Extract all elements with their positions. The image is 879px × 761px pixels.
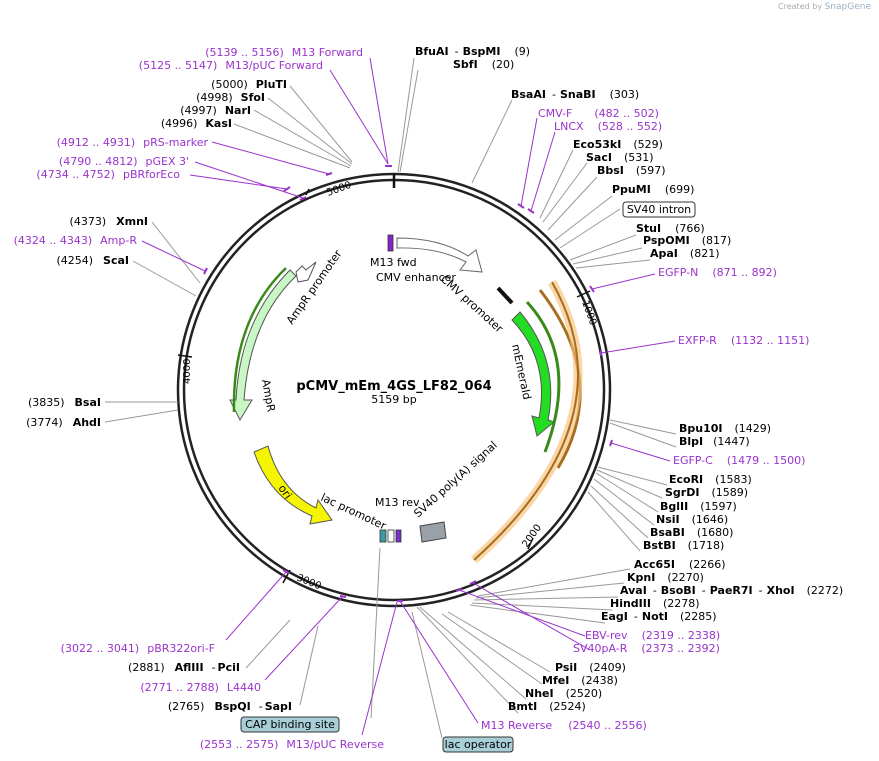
- svg-text:BstBI(1718): BstBI(1718): [643, 539, 724, 552]
- svg-text:(2765)BspQI-SapI: (2765)BspQI-SapI: [168, 700, 292, 713]
- snapgene-credit: Created by SnapGene: [778, 2, 871, 12]
- primer-leader-lines-right: [399, 117, 676, 724]
- sv40-intron-box: [622, 201, 696, 218]
- leader-lines-left: [104, 85, 381, 719]
- svg-text:CMV-F(482 .. 502): CMV-F(482 .. 502): [538, 107, 659, 120]
- svg-text:EBV-rev(2319 .. 2338): EBV-rev(2319 .. 2338): [585, 629, 720, 642]
- feature-label-m13rev: M13 rev: [375, 496, 420, 509]
- feature-label-ampr-promoter: AmpR promoter: [284, 247, 345, 326]
- svg-text:AvaI-BsoBI-PaeR7I-XhoI(2272): AvaI-BsoBI-PaeR7I-XhoI(2272): [620, 584, 843, 597]
- svg-text:SV40pA-R(2373 .. 2392): SV40pA-R(2373 .. 2392): [573, 642, 720, 655]
- plasmid-length: 5159 bp: [371, 393, 416, 406]
- memerald-outer-arrow: [525, 300, 561, 453]
- lac-operator-block: [379, 529, 387, 543]
- plasmid-name: pCMV_mEm_4GS_LF82_064: [296, 379, 491, 394]
- svg-text:(3774)AhdI: (3774)AhdI: [26, 416, 101, 429]
- primer-leader-lines-left: [141, 57, 398, 736]
- svg-text:NheI(2520): NheI(2520): [525, 687, 602, 700]
- svg-text:BfuAI-BspMI(9): BfuAI-BspMI(9): [415, 45, 530, 58]
- feature-label-sv40pa: SV40 poly(A) signal: [411, 439, 500, 521]
- svg-text:BlpI(1447): BlpI(1447): [679, 435, 750, 448]
- scale-label-4000: 4000: [182, 359, 193, 384]
- svg-text:SgrDI(1589): SgrDI(1589): [665, 486, 748, 499]
- svg-text:(4373)XmnI: (4373)XmnI: [70, 215, 148, 228]
- svg-text:SbfI(20): SbfI(20): [453, 58, 514, 71]
- sv40pa-block: [419, 521, 447, 543]
- svg-text:(4254)ScaI: (4254)ScaI: [56, 254, 129, 267]
- ampr-arrow: [229, 269, 297, 422]
- svg-text:EXFP-R(1132 .. 1151): EXFP-R(1132 .. 1151): [678, 334, 809, 347]
- lac-promoter-block: [387, 529, 395, 543]
- svg-text:EagI-NotI(2285): EagI-NotI(2285): [601, 610, 717, 623]
- m13fwd-feature: [387, 234, 394, 252]
- svg-text:BglII(1597): BglII(1597): [660, 500, 737, 513]
- memerald-arrow: [511, 311, 556, 437]
- svg-text:Eco53kI(529): Eco53kI(529): [573, 138, 663, 151]
- svg-text:BsaBI(1680): BsaBI(1680): [650, 526, 733, 539]
- lac-operator-label: lac operator: [445, 738, 512, 751]
- svg-text:SacI(531): SacI(531): [586, 151, 654, 164]
- orange-arc-2: [473, 281, 579, 561]
- ampr-promoter-arrow: [295, 261, 317, 283]
- feature-label-memerald: mEmerald: [509, 343, 533, 401]
- svg-text:M13 Reverse(2540 .. 2556): M13 Reverse(2540 .. 2556): [481, 719, 647, 732]
- svg-text:BbsI(597): BbsI(597): [597, 164, 666, 177]
- svg-text:(5000)PluTI: (5000)PluTI: [211, 78, 287, 91]
- ori-arrow: [253, 445, 333, 525]
- svg-text:(4912 .. 4931)pRS-marker: (4912 .. 4931)pRS-marker: [57, 136, 209, 149]
- svg-text:(4998)SfoI: (4998)SfoI: [196, 91, 265, 104]
- svg-text:(5125 .. 5147)M13/pUC Forward: (5125 .. 5147)M13/pUC Forward: [139, 59, 323, 72]
- svg-text:EcoRI(1583): EcoRI(1583): [669, 473, 752, 486]
- scale-label-2000: 2000: [520, 523, 544, 550]
- svg-text:Bpu10I(1429): Bpu10I(1429): [679, 422, 771, 435]
- feature-label-m13fwd: M13 fwd: [370, 256, 417, 269]
- svg-text:(2881)AflIII-PciI: (2881)AflIII-PciI: [128, 661, 240, 674]
- svg-text:(4996)KasI: (4996)KasI: [161, 117, 232, 130]
- svg-text:(2553 .. 2575)M13/pUC Reverse: (2553 .. 2575)M13/pUC Reverse: [200, 738, 384, 751]
- scale-label-1000: 1000: [579, 299, 598, 327]
- svg-text:PspOMI(817): PspOMI(817): [643, 234, 731, 247]
- svg-text:(4324 .. 4343)Amp-R: (4324 .. 4343)Amp-R: [14, 234, 138, 247]
- feature-label-ampr: AmpR: [259, 378, 278, 413]
- svg-text:(2771 .. 2788)L4440: (2771 .. 2788)L4440: [140, 681, 261, 694]
- ampr-outer-arrow: [232, 267, 287, 413]
- svg-text:PsiI(2409): PsiI(2409): [555, 661, 626, 674]
- svg-text:(3835)BsaI: (3835)BsaI: [28, 396, 101, 409]
- svg-text:EGFP-C(1479 .. 1500): EGFP-C(1479 .. 1500): [673, 454, 805, 467]
- svg-text:(4734 .. 4752)pBRforEco: (4734 .. 4752)pBRforEco: [36, 168, 180, 181]
- sv40-intron-label: SV40 intron: [627, 203, 691, 216]
- svg-text:LNCX(528 .. 552): LNCX(528 .. 552): [554, 120, 662, 133]
- svg-text:Acc65I(2266): Acc65I(2266): [634, 558, 726, 571]
- cap-binding-site-label: CAP binding site: [245, 718, 335, 731]
- lac-operator-box: [442, 736, 514, 753]
- svg-text:BmtI(2524): BmtI(2524): [508, 700, 586, 713]
- svg-text:MfeI(2438): MfeI(2438): [542, 674, 618, 687]
- cmv-promoter-block: [496, 286, 514, 305]
- svg-text:(4790 .. 4812)pGEX 3': (4790 .. 4812)pGEX 3': [59, 155, 189, 168]
- svg-text:(4997)NarI: (4997)NarI: [180, 104, 251, 117]
- svg-text:StuI(766): StuI(766): [636, 222, 705, 235]
- right-site-labels: BfuAI-BspMI(9) SbfI(20) BsaAI-SnaBI(303)…: [415, 45, 843, 732]
- svg-text:NsiI(1646): NsiI(1646): [656, 513, 728, 526]
- svg-text:PpuMI(699): PpuMI(699): [612, 183, 694, 196]
- svg-text:EGFP-N(871 .. 892): EGFP-N(871 .. 892): [658, 266, 777, 279]
- leader-lines-right: [397, 57, 677, 739]
- svg-text:ApaI(821): ApaI(821): [650, 247, 720, 260]
- cap-binding-site-box: [240, 716, 340, 733]
- cmv-enhancer-arrow: [396, 237, 483, 273]
- m13rev-block: [395, 529, 402, 543]
- svg-text:BsaAI-SnaBI(303): BsaAI-SnaBI(303): [511, 88, 639, 101]
- feature-label-cmv-enhancer: CMV enhancer: [376, 271, 456, 284]
- svg-text:(5139 .. 5156)M13 Forward: (5139 .. 5156)M13 Forward: [205, 46, 363, 59]
- snapgene-logo: SnapGene: [824, 2, 871, 12]
- feature-label-cmv-promoter: CMV promoter: [438, 273, 506, 336]
- left-site-labels: (5139 .. 5156)M13 Forward (5125 .. 5147)…: [14, 46, 385, 751]
- svg-text:(3022 .. 3041)pBR322ori-F: (3022 .. 3041)pBR322ori-F: [61, 642, 215, 655]
- svg-text:KpnI(2270): KpnI(2270): [627, 571, 704, 584]
- svg-text:HindIII(2278): HindIII(2278): [610, 597, 700, 610]
